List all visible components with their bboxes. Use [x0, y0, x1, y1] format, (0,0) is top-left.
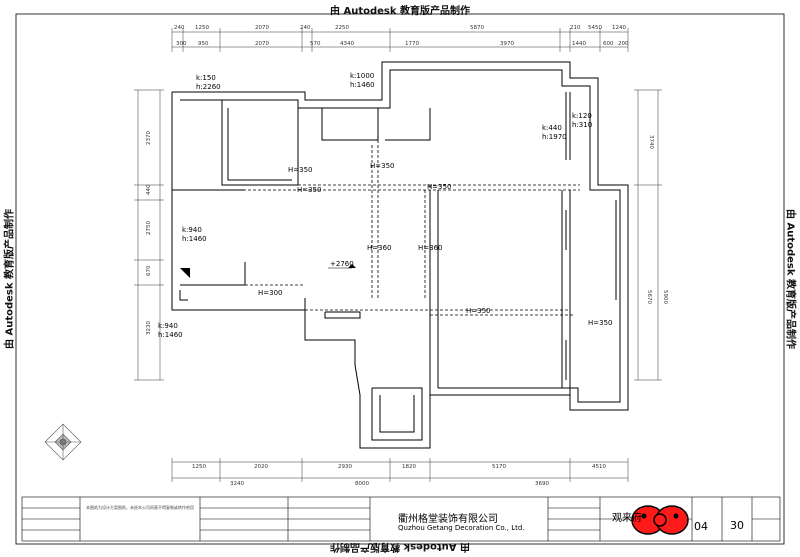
dim-left-3: 670	[146, 265, 152, 276]
dim-left-1: 440	[146, 184, 152, 195]
dim-top-inner-0: 300	[176, 41, 187, 47]
dim-top-outer-0: 240	[174, 25, 185, 31]
dim-top-inner-9: 200	[618, 41, 629, 47]
company-name-cn: 衢州格堂装饰有限公司	[398, 514, 498, 525]
window-4-height: h:1460	[182, 235, 207, 243]
dim-top-outer-1: 1250	[195, 25, 209, 31]
height-label-2: H=350	[370, 162, 395, 170]
dim-left-2: 2750	[146, 221, 152, 235]
dim-right-1: 5670	[646, 290, 652, 304]
window-2-width: k:120	[572, 112, 592, 120]
window-2-height: h:310	[572, 121, 592, 129]
dim-top-outer-4: 2250	[335, 25, 349, 31]
page-count: 30	[730, 519, 744, 532]
dim-left-4: 3230	[146, 321, 152, 335]
window-1-width: k:1000	[350, 72, 374, 80]
dim-bottom-inner-5: 4510	[592, 464, 606, 470]
dim-bottom-outer-0: 3240	[230, 481, 244, 487]
window-5-height: h:1460	[158, 331, 183, 339]
height-label-0: H=350	[288, 166, 313, 174]
window-labels: k:150 h:2260 k:1000 h:1460 k:120 h:310 k…	[158, 72, 592, 339]
height-label-6: H=300	[258, 289, 283, 297]
dim-top-inner-5: 1770	[405, 41, 419, 47]
dim-top-inner-7: 1440	[572, 41, 586, 47]
compass-logo-icon	[44, 423, 82, 461]
window-5-width: k:940	[158, 322, 178, 330]
ceiling-dashed-lines	[180, 140, 580, 316]
dim-top-outer-6: 210	[570, 25, 581, 31]
dim-top-inner-1: 950	[198, 41, 209, 47]
height-label-1: H=350	[297, 186, 322, 194]
window-3-height: h:1970	[542, 133, 567, 141]
dim-left-0: 2370	[146, 131, 152, 145]
dim-top-inner-4: 4340	[340, 41, 354, 47]
dim-bottom-inner-1: 2020	[254, 464, 268, 470]
dim-top-inner-3: 570	[310, 41, 321, 47]
height-label-3: H=350	[427, 183, 452, 191]
height-label-5: H=360	[418, 244, 443, 252]
dim-top-inner-8: 600	[603, 41, 614, 47]
watermark-top: 由 Autodesk 教育版产品制作	[329, 6, 470, 17]
dim-top-outer-7: 5450	[588, 25, 602, 31]
dim-bottom-inner-0: 1250	[192, 464, 206, 470]
dim-top-inner-6: 3970	[500, 41, 514, 47]
company-name-en: Quzhou Getang Decoration Co., Ltd.	[398, 524, 525, 532]
elevation-label: +2760	[330, 260, 354, 268]
project-name: 观来府	[612, 513, 642, 524]
title-block-note: 本图纸为设计方案图纸，未经本公司同意不得复制或转作他用	[86, 505, 194, 510]
height-label-7: H=350	[466, 307, 491, 315]
dim-bottom-outer-1: 8000	[355, 481, 369, 487]
walls	[171, 61, 629, 449]
window-0-height: h:2260	[196, 83, 221, 91]
dim-top-outer-2: 2070	[255, 25, 269, 31]
drawing-frame	[15, 13, 785, 545]
height-label-4: H=360	[367, 244, 392, 252]
dimension-texts: 240 1250 2070 240 2250 5870 210 5450 124…	[146, 25, 668, 487]
dim-right-0: 3740	[648, 135, 654, 149]
ceiling-height-labels: H=350 H=350 H=350 H=350 H=360 H=360 H=30…	[258, 162, 613, 327]
window-4-width: k:940	[182, 226, 202, 234]
bow-sticker-icon	[631, 505, 689, 535]
dim-bottom-inner-4: 5170	[492, 464, 506, 470]
elevation-marker: +2760	[328, 260, 356, 269]
dim-bottom-inner-3: 1820	[402, 464, 416, 470]
dim-top-outer-5: 5870	[470, 25, 484, 31]
height-label-8: H=350	[588, 319, 613, 327]
dim-top-outer-3: 240	[300, 25, 311, 31]
sheet-number: 04	[694, 520, 708, 533]
window-1-height: h:1460	[350, 81, 375, 89]
dim-bottom-outer-2: 3690	[535, 481, 549, 487]
dim-right-2: 5900	[662, 290, 668, 304]
window-0-width: k:150	[196, 74, 216, 82]
window-3-width: k:440	[542, 124, 562, 132]
dim-top-outer-8: 1240	[612, 25, 626, 31]
column-marker	[180, 268, 190, 278]
dim-bottom-inner-2: 2930	[338, 464, 352, 470]
dimension-lines	[134, 28, 662, 482]
title-block	[21, 496, 781, 542]
dim-top-inner-2: 2070	[255, 41, 269, 47]
